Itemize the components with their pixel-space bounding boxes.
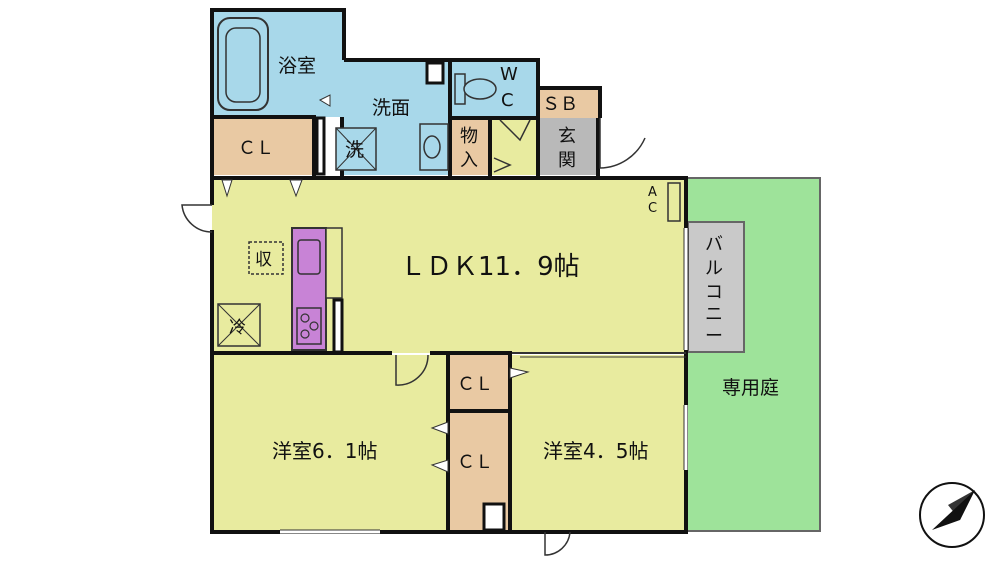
label-western-1: 洋室6．1帖 [272,439,377,463]
sb-floor [538,88,598,118]
label-shu: 収 [255,250,272,270]
label-balcony-2: ル [705,258,723,279]
label-cl-mid: ＣＬ [457,374,493,395]
doors [181,118,646,556]
label-storage-2: 入 [460,150,478,171]
kitchen-sink [297,239,321,275]
label-cl-low: ＣＬ [457,452,493,473]
label-balcony-1: バ [705,234,723,255]
label-cl-top: ＣＬ [238,138,274,159]
label-fridge: 冷 [229,318,246,338]
washing-machine-icon [335,127,377,171]
storage-floor [450,118,490,175]
cl-top-floor [212,117,312,175]
hinge-marks [221,94,530,473]
label-ac-c: C [648,201,657,216]
label-western-2: 洋室4．5帖 [543,439,648,463]
shaft-4 [315,116,326,176]
label-entrance-2: 関 [558,150,576,171]
walls [210,8,688,534]
sink-icon [419,123,449,171]
compass-icon [919,482,985,548]
western1-floor [212,355,448,531]
label-storage-1: 物 [460,126,478,147]
shaft-3 [332,298,344,354]
label-sb: ＳＢ [542,94,578,115]
hall-floor [490,118,536,175]
label-ac-a: A [648,185,657,200]
bathtub-icon [217,17,269,111]
stove-icon [296,307,322,345]
label-wc-w: W [500,64,518,85]
label-balcony-3: コ [705,282,723,303]
label-balcony-5: ー [705,326,723,347]
label-wc-c: C [501,90,514,111]
balcony-area [687,221,745,353]
entrance-floor [538,118,598,175]
label-washer: 洗 [345,139,364,161]
shaft-1 [425,61,445,85]
storage-box [248,241,284,275]
label-balcony-4: ニ [705,304,723,325]
label-bath: 浴室 [278,55,316,77]
counter-end [325,227,343,299]
label-entrance-1: 玄 [558,126,576,147]
western2-floor [510,355,686,531]
toilet-icon [454,73,497,105]
label-washroom: 洗面 [372,97,410,119]
shaft-2 [482,502,506,532]
cl-mid-floor [448,355,510,410]
label-garden: 専用庭 [722,377,779,399]
fridge-icon [217,303,261,347]
label-ldk: ＬＤＫ11．9帖 [400,252,580,282]
ac-unit [667,182,681,222]
